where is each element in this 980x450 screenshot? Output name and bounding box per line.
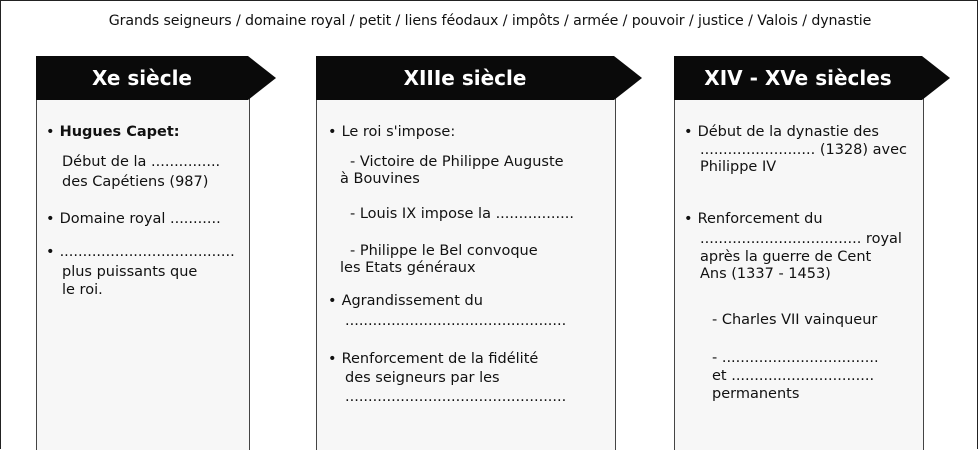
list-item: Le roi s'impose: <box>328 124 456 141</box>
list-item-text: permanents <box>712 386 800 402</box>
list-item: Renforcement du <box>684 211 823 228</box>
list-item: Hugues Capet: <box>46 124 180 141</box>
list-item-text: et ............................... <box>712 368 875 384</box>
column-title: Xe siècle <box>91 66 192 90</box>
list-item-text: - Charles VII vainqueur <box>712 312 878 328</box>
list-item: ...................................... <box>46 244 235 261</box>
list-item-text: - Louis IX impose la ................. <box>350 206 574 222</box>
list-item-text: plus puissants que <box>62 264 198 280</box>
list-item-text: Ans (1337 - 1453) <box>700 266 831 282</box>
list-item-text: ......................... (1328) avec <box>700 142 908 158</box>
list-item-text: - Victoire de Philippe Auguste <box>350 154 564 170</box>
banner-xiiie-siecle: XIIIe siècle <box>316 56 642 100</box>
list-item-text: ........................................… <box>345 313 567 329</box>
list-item-text: à Bouvines <box>340 171 420 187</box>
list-item: Agrandissement du <box>328 293 483 310</box>
list-item-text: des seigneurs par les <box>345 370 500 386</box>
list-item: Renforcement de la fidélité <box>328 351 539 368</box>
list-item-text: - Philippe le Bel convoque <box>350 243 538 259</box>
column-title: XIIIe siècle <box>403 66 527 90</box>
list-item-text: les Etats généraux <box>340 260 476 276</box>
list-item: Début de la dynastie des <box>684 124 879 141</box>
list-item-text: ................................... roya… <box>700 231 902 247</box>
list-item-text: Philippe IV <box>700 159 777 175</box>
arrow-icon <box>248 56 276 100</box>
list-item-text: ........................................… <box>345 389 567 405</box>
column-title: XIV - XVe siècles <box>704 66 892 90</box>
arrow-icon <box>614 56 642 100</box>
arrow-icon <box>922 56 950 100</box>
word-bank: Grands seigneurs / domaine royal / petit… <box>108 13 872 29</box>
list-item-text: des Capétiens (987) <box>62 174 209 190</box>
list-item-text: après la guerre de Cent <box>700 249 872 265</box>
banner-xe-siecle: Xe siècle <box>36 56 276 100</box>
list-item-text: le roi. <box>62 282 103 298</box>
list-item: Domaine royal ........... <box>46 211 221 228</box>
list-item-text: - .................................. <box>712 350 879 366</box>
list-item-text: Début de la ............... <box>62 154 221 170</box>
banner-xiv-xve-siecles: XIV - XVe siècles <box>674 56 950 100</box>
